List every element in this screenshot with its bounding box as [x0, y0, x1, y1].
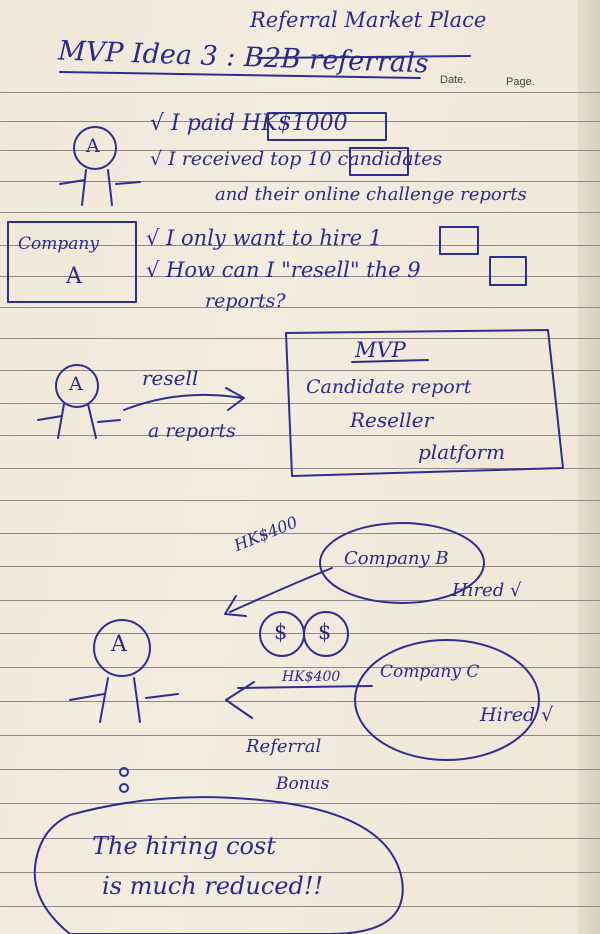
person-a-label-3: A: [111, 632, 127, 657]
resell-arrowhead: [225, 387, 245, 411]
colon-dot: [119, 783, 129, 793]
conclusion-ellipse: [33, 796, 404, 934]
resell-arrow: [123, 393, 243, 411]
referral-arrow-top: [229, 567, 333, 613]
referral-arrowhead-top: [224, 595, 247, 617]
ruled-line: [0, 245, 600, 246]
amount-box: [267, 112, 387, 141]
mvp-line-2: Reseller: [350, 408, 434, 432]
conclusion-line-2: is much reduced!!: [102, 872, 324, 900]
person-head-1: [73, 126, 117, 170]
mvp-title: MVP: [355, 338, 406, 362]
ruled-line: [0, 803, 600, 804]
person-body-1: [81, 169, 87, 206]
page-title: Referral Market Place: [250, 8, 487, 32]
page-edge: [578, 0, 600, 934]
company-b-label: Company B: [344, 548, 449, 569]
title-underline: [257, 55, 471, 59]
coin-1: $: [274, 620, 288, 644]
referral-arrowhead-bottom: [225, 681, 255, 719]
person-arm-3: [145, 693, 179, 699]
ruled-line: [0, 667, 600, 668]
paid-line: √ I paid HK$1000: [150, 111, 348, 136]
ruled-line: [0, 338, 600, 339]
company-b-ellipse: [319, 522, 485, 604]
person-body-1: [107, 169, 113, 206]
ruled-line: [0, 150, 600, 151]
ruled-line: [0, 181, 600, 182]
ruled-line: [0, 212, 600, 213]
page-label: Page.: [506, 76, 535, 88]
hire-count-box: [439, 226, 479, 255]
reports-word: a reports: [148, 420, 236, 442]
person-arm-1: [115, 181, 141, 185]
ruled-line: [0, 403, 600, 404]
ruled-line: [0, 533, 600, 534]
company-c-ellipse: [354, 639, 540, 761]
mvp-line-3: platform: [418, 440, 506, 464]
colon-dot: [119, 767, 129, 777]
bonus-word: Bonus: [276, 774, 330, 794]
ruled-line: [0, 500, 600, 501]
reports-question: reports?: [205, 290, 286, 312]
ruled-line: [0, 872, 600, 873]
person-head-3: [93, 619, 151, 677]
ruled-line: [0, 701, 600, 702]
ruled-line: [0, 735, 600, 736]
hired-b: Hired √: [452, 580, 522, 601]
coin-2: $: [318, 620, 332, 644]
referral-arrow-bottom: [237, 685, 373, 689]
person-a-label: A: [86, 135, 100, 157]
ruled-line: [0, 566, 600, 567]
person-arm-3: [69, 693, 105, 701]
person-a-label-2: A: [69, 373, 83, 395]
company-c-label: Company C: [380, 662, 480, 682]
hired-c: Hired √: [480, 704, 554, 726]
person-body-3: [133, 677, 141, 723]
received-line: √ I received top 10 candidates: [150, 148, 443, 170]
person-head-2: [55, 364, 99, 408]
hire-line: √ I only want to hire 1: [146, 226, 383, 250]
company-a-label: Company: [18, 234, 99, 254]
resell-word: resell: [142, 366, 199, 390]
resell-line: √ How can I "resell" the 9: [146, 258, 421, 282]
ruled-line: [0, 307, 600, 308]
person-arm-1: [59, 179, 86, 185]
person-arm-2: [97, 419, 121, 423]
person-arm-2: [37, 415, 63, 421]
ruled-line: [0, 121, 600, 122]
mvp-box: [285, 329, 564, 477]
mvp-line-1: Candidate report: [306, 376, 472, 398]
ruled-line: [0, 468, 600, 469]
amount-bottom: HK$400: [282, 669, 341, 685]
coin-circle-2: [303, 611, 349, 657]
ruled-line: [0, 769, 600, 770]
count-box: [349, 147, 409, 176]
ruled-line: [0, 838, 600, 839]
company-a-box: [7, 221, 137, 303]
ruled-line: [0, 633, 600, 634]
ruled-line: [0, 370, 600, 371]
resell-count-box: [489, 256, 527, 286]
person-body-3: [99, 677, 109, 723]
reports-line: and their online challenge reports: [215, 184, 527, 205]
ruled-line: [0, 92, 600, 93]
person-body-2: [57, 403, 65, 439]
company-a-letter: A: [66, 264, 82, 289]
ruled-line: [0, 435, 600, 436]
mvp-underline: [351, 359, 429, 363]
ruled-line: [0, 600, 600, 601]
ruled-line: [0, 906, 600, 907]
date-label: Date.: [440, 74, 467, 86]
person-body-2: [87, 403, 97, 439]
ruled-line: [0, 276, 600, 277]
referral-word: Referral: [246, 736, 322, 757]
conclusion-line-1: The hiring cost: [92, 832, 276, 860]
heading-underline: [59, 71, 421, 79]
